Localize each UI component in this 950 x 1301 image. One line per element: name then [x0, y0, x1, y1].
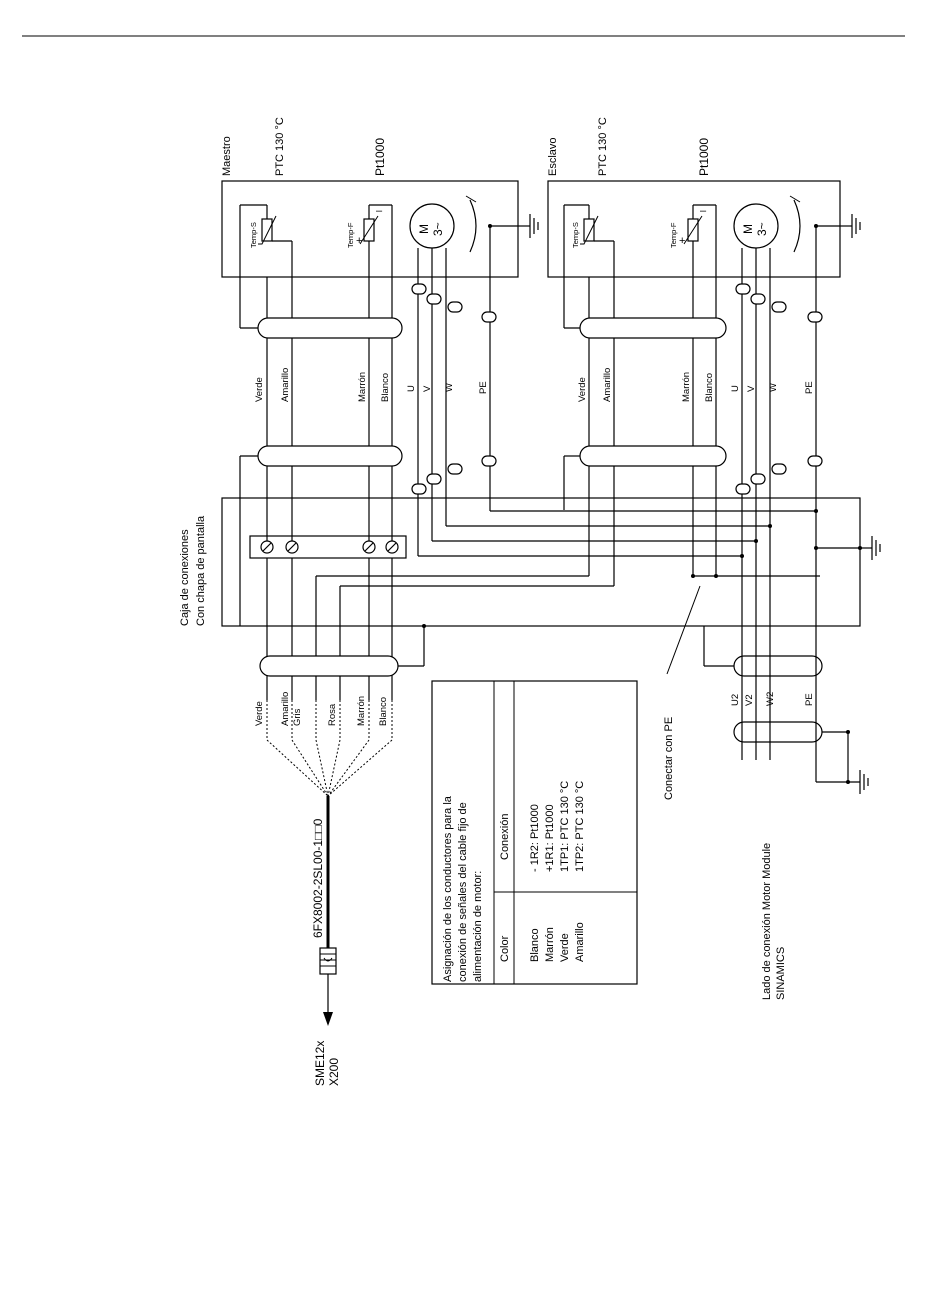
master-signal-shield-top	[257, 317, 403, 339]
master-motor-box	[221, 180, 519, 278]
master-ground-icon	[529, 214, 539, 238]
connect-pe-pointer	[666, 585, 701, 675]
master-title: Maestro	[221, 136, 233, 176]
svg-text:+: +	[356, 235, 362, 247]
master-pt-label: Pt1000	[373, 138, 387, 176]
slave-motor-box	[547, 180, 841, 278]
lado-line1: Lado de conexión Motor Module	[761, 843, 773, 1000]
power-cable-shield-top	[733, 655, 823, 677]
master-motor: Maestro PTC 130 °C Pt1000 Temp-S Temp-F …	[221, 117, 539, 278]
svg-text:W: W	[444, 383, 455, 392]
svg-text:Blanco: Blanco	[380, 373, 391, 402]
box-ground-icon	[871, 536, 881, 560]
terminal-screw-icons	[260, 540, 399, 554]
signal-cable: Verde Amarillo Gris Rosa Marrón Blanco 6…	[254, 558, 425, 1086]
svg-text:PE: PE	[804, 381, 815, 394]
junction-box-title: Caja de conexiones	[179, 529, 191, 626]
svg-text:U: U	[730, 385, 741, 392]
svg-text:Amarillo: Amarillo	[280, 692, 291, 726]
svg-text:+: +	[679, 235, 685, 247]
svg-text:Amarillo: Amarillo	[602, 368, 613, 402]
table-row: 1TP2: PTC 130 °C	[574, 781, 586, 872]
sme-line1: SME12x	[313, 1041, 327, 1086]
table-row: 1TP1: PTC 130 °C	[559, 781, 571, 872]
terminal-strip	[249, 535, 407, 559]
svg-text:W2: W2	[765, 692, 776, 706]
power-ground-icon	[859, 770, 869, 794]
table-row: Verde	[559, 933, 571, 962]
svg-text:U: U	[406, 385, 417, 392]
signal-cable-shield	[259, 655, 399, 677]
slave-ptc-sensor	[583, 218, 595, 242]
svg-text:M: M	[417, 224, 431, 234]
svg-text:M: M	[741, 224, 755, 234]
slave-ground-icon	[851, 214, 861, 238]
junction-box-subtitle: Con chapa de pantalla	[195, 515, 207, 626]
svg-text:Verde: Verde	[254, 701, 265, 726]
master-cable: Verde Amarillo Marrón Blanco U V W PE	[239, 277, 497, 498]
slave-signal-shield-top	[579, 317, 727, 339]
table-outline	[431, 680, 638, 985]
svg-text:V2: V2	[744, 694, 755, 706]
table-row: +1R1: Pt1000	[544, 804, 556, 872]
table-row: Marrón	[544, 927, 556, 962]
lado-line2: SINAMICS	[775, 947, 787, 1000]
table-col-conn: Conexión	[499, 814, 511, 860]
master-temp-s: Temp-S	[249, 222, 258, 248]
svg-text:V: V	[422, 385, 433, 392]
power-cable: U2 V2 W2 PE Lado de conexión Motor Modul…	[703, 626, 869, 1000]
svg-text:Blanco: Blanco	[704, 373, 715, 402]
svg-text:–: –	[700, 205, 707, 217]
table-row: - 1R2: Pt1000	[529, 804, 541, 872]
slave-cable: Verde Amarillo Marrón Blanco U V W PE	[563, 277, 823, 498]
svg-text:Verde: Verde	[254, 377, 265, 402]
table-row: Blanco	[529, 928, 541, 962]
slave-signal-shield-bottom	[579, 445, 727, 467]
power-cable-shield-bottom	[733, 721, 823, 743]
svg-text:PE: PE	[478, 381, 489, 394]
svg-text:W: W	[768, 383, 779, 392]
svg-text:Rosa: Rosa	[327, 703, 338, 726]
master-ptc-label: PTC 130 °C	[274, 117, 286, 176]
svg-text:Marrón: Marrón	[357, 372, 368, 402]
connect-pe-label: Conectar con PE	[663, 717, 675, 800]
svg-text:–: –	[376, 205, 383, 217]
svg-text:Amarillo: Amarillo	[280, 368, 291, 402]
master-temp-f: Temp-F	[346, 222, 355, 248]
table-row: Amarillo	[574, 922, 586, 962]
svg-text:V: V	[746, 385, 757, 392]
slave-title: Esclavo	[547, 137, 559, 176]
connector-icon	[319, 947, 337, 975]
arrow-down-icon	[323, 1012, 333, 1026]
slave-pt-label: Pt1000	[697, 138, 711, 176]
svg-text:U2: U2	[730, 694, 741, 706]
table-col-color: Color	[499, 935, 511, 962]
table-caption-3: alimentación de motor:	[472, 871, 484, 982]
junction-box: Caja de conexiones Con chapa de pantalla	[179, 497, 881, 628]
conductor-table: Asignación de los conductores para la co…	[431, 680, 638, 985]
svg-text:Temp-F: Temp-F	[669, 222, 678, 248]
svg-text:PE: PE	[804, 693, 815, 706]
sme-line2: X200	[327, 1058, 341, 1086]
master-ptc-sensor	[261, 218, 273, 242]
svg-text:Marrón: Marrón	[356, 696, 367, 726]
junction-box-outline	[221, 497, 861, 627]
master-signal-shield-bottom	[257, 445, 403, 467]
svg-text:Marrón: Marrón	[681, 372, 692, 402]
svg-text:Temp-S: Temp-S	[571, 222, 580, 248]
svg-text:Blanco: Blanco	[378, 697, 389, 726]
table-caption-2: conexión de señales del cable fijo de	[457, 802, 469, 982]
table-caption-1: Asignación de los conductores para la	[442, 795, 454, 982]
slave-ptc-label: PTC 130 °C	[597, 117, 609, 176]
svg-text:Gris: Gris	[292, 708, 303, 726]
cable-code: 6FX8002-2SL00-1□□0	[311, 818, 325, 938]
slave-motor: Esclavo PTC 130 °C Pt1000 Temp-S Temp-F …	[547, 117, 861, 278]
svg-text:Verde: Verde	[577, 377, 588, 402]
svg-text:3~: 3~	[431, 222, 445, 236]
svg-text:3~: 3~	[755, 222, 769, 236]
